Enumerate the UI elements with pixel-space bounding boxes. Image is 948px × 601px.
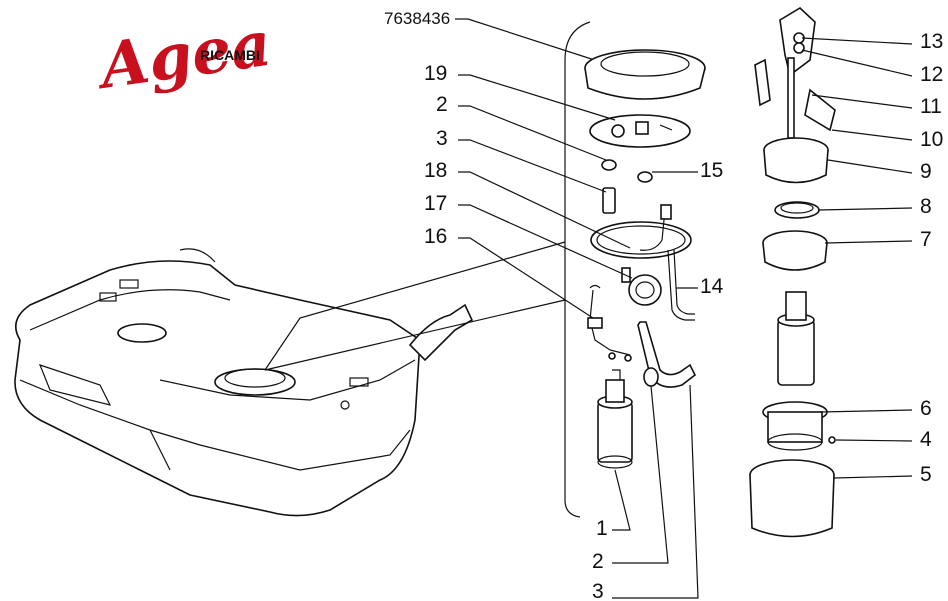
callout-18: 18 [424, 159, 447, 182]
wiring-16 [587, 284, 632, 362]
callout-16: 16 [424, 225, 447, 248]
callout-14: 14 [700, 275, 724, 298]
part-code-label: 7638436 [384, 9, 450, 28]
callout-11: 11 [920, 95, 942, 118]
callout-3-bottom: 3 [592, 580, 604, 601]
callout-3-top: 3 [436, 127, 448, 150]
ring-nut-9 [763, 137, 829, 184]
callout-7: 7 [920, 228, 932, 251]
pump-right [777, 291, 815, 386]
flange-7 [762, 230, 828, 271]
ring-nut [584, 49, 706, 100]
pin-4 [828, 436, 836, 444]
callout-8: 8 [920, 195, 932, 218]
clamp-2 [643, 367, 659, 387]
logo-subtitle: RICAMBI [200, 47, 260, 63]
hose-17 [621, 267, 662, 306]
callout-1-bottom: 1 [596, 517, 608, 540]
fuel-pump-1 [597, 369, 633, 469]
callout-5: 5 [920, 463, 932, 486]
callout-12: 12 [920, 63, 943, 86]
agea-ricambi-logo: Agea RICAMBI [91, 7, 276, 104]
seal-8 [774, 201, 820, 219]
bracket-11 [754, 7, 836, 139]
callout-19: 19 [424, 62, 447, 85]
callout-13: 13 [920, 30, 943, 53]
fuel-tank-drawing [14, 248, 474, 517]
washer-12 [793, 42, 805, 54]
callout-9: 9 [920, 160, 932, 183]
canister-5 [749, 459, 835, 538]
pipe-14 [667, 249, 695, 321]
seal-ring-18 [590, 204, 692, 259]
callout-2-bottom: 2 [592, 550, 604, 573]
callout-10: 10 [920, 128, 943, 151]
sender-flange [589, 114, 691, 148]
sleeve-3 [602, 187, 616, 214]
callout-4: 4 [920, 428, 932, 451]
callout-15: 15 [700, 159, 723, 182]
fitting-15 [637, 171, 653, 183]
fitting-2 [601, 159, 617, 171]
callout-2-top: 2 [436, 93, 448, 116]
filter-6 [762, 401, 828, 451]
callout-17: 17 [424, 192, 447, 215]
callout-6: 6 [920, 397, 932, 420]
